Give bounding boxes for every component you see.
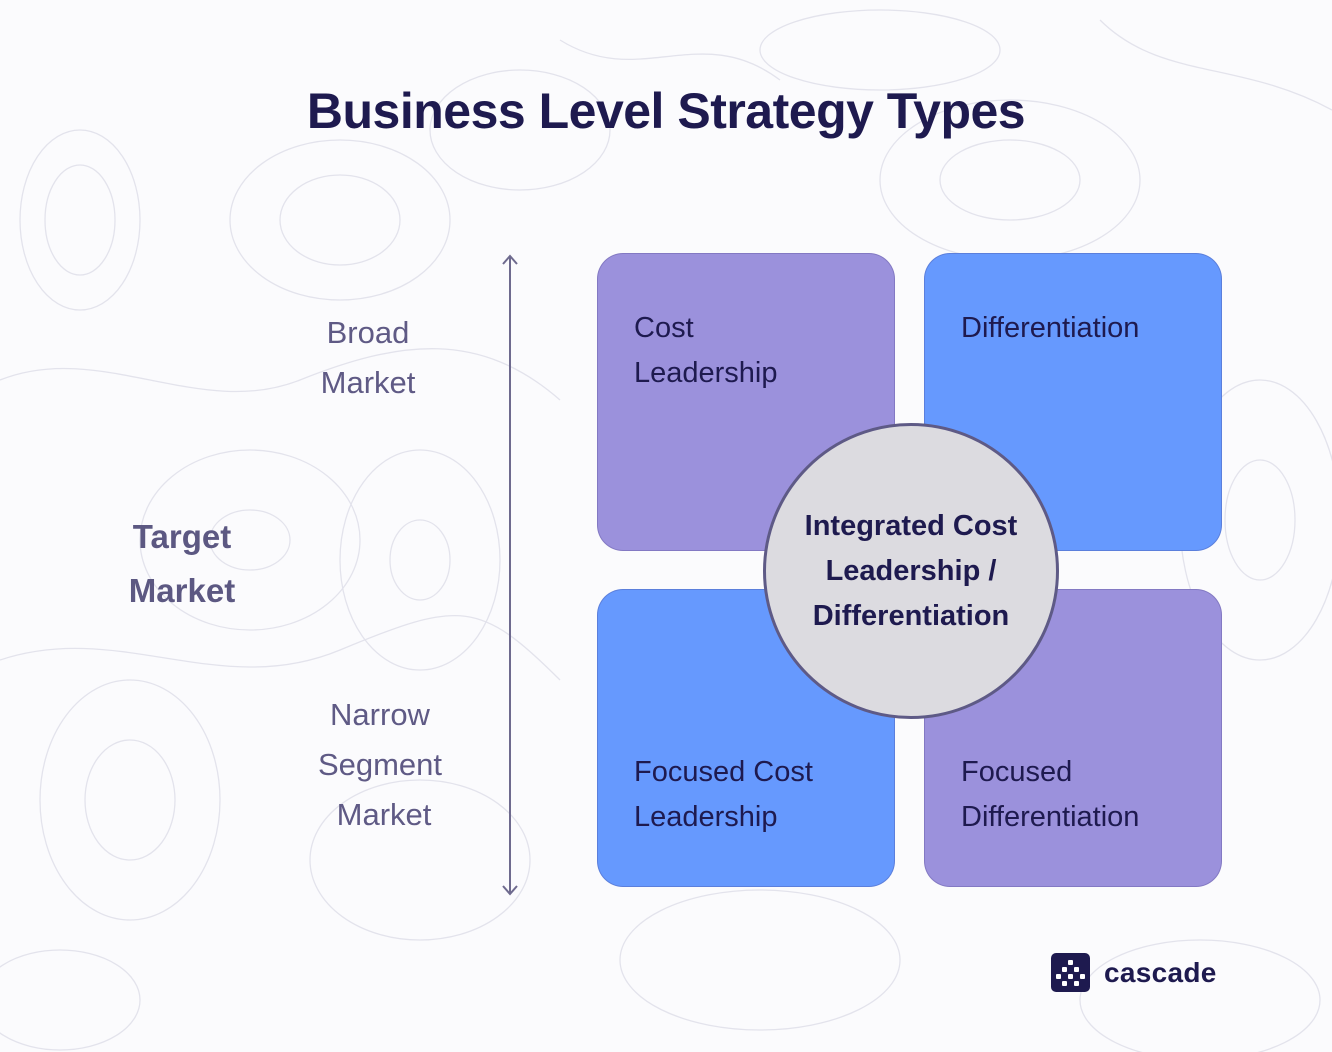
vertical-axis-arrow-icon: [502, 254, 518, 896]
cascade-logo: cascade: [1051, 953, 1217, 992]
page-title: Business Level Strategy Types: [306, 83, 1026, 139]
target-market-label: Target Market: [128, 518, 236, 609]
cascade-logo-icon: [1051, 953, 1090, 992]
integrated-strategy-circle: Integrated Cost Leadership / Differentia…: [763, 423, 1059, 719]
brand-name: cascade: [1104, 956, 1217, 988]
broad-market-label: Broad Market: [320, 315, 416, 400]
narrow-segment-market-label: Narrow Segment Market: [317, 697, 443, 832]
